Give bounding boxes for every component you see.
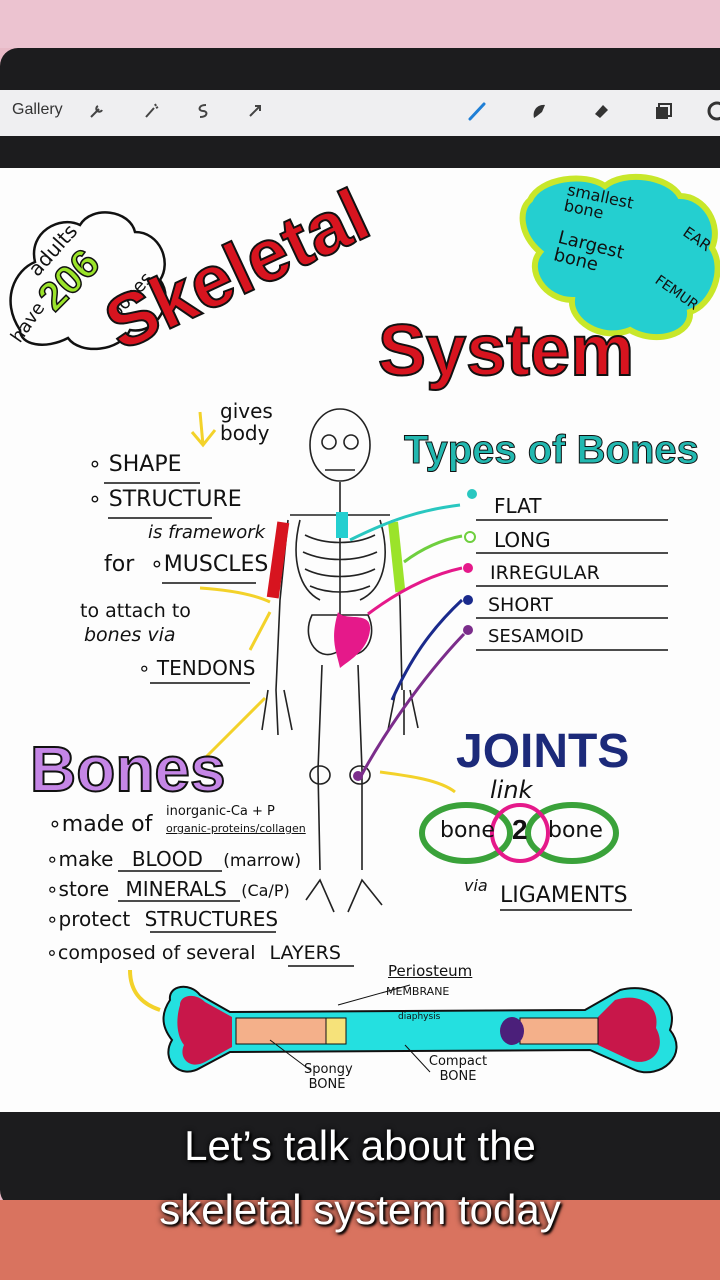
made-of-label: made of [61,812,153,837]
table-surface [0,1200,720,1280]
joint-number: 2 [512,814,528,845]
transform-icon[interactable] [244,100,266,122]
joint-right-bone: bone [548,818,603,843]
list-item-shape: ∘ SHAPE [88,452,182,477]
fact-prefix: store [58,877,110,901]
periosteum-label: Periosteum [388,962,473,980]
bone-fact-blood: ∘make BLOOD (marrow) [46,847,302,871]
caption-line-2: skeletal system today [159,1186,561,1233]
type-flat: FLAT [494,494,542,518]
bone-fact-structures: ∘protect STRUCTURES [46,907,279,931]
type-sesamoid: SESAMOID [488,626,584,647]
type-short: SHORT [488,594,553,616]
layers-icon[interactable] [652,100,674,122]
fact-prefix: protect [58,907,131,931]
app-toolbar [0,90,720,136]
compact-bone-label: Compact BONE [428,1054,488,1084]
muscles-text: ∘MUSCLES [150,552,269,577]
wrench-icon[interactable] [86,100,108,122]
fact-prefix: composed of several [57,942,256,964]
fact-prefix: make [58,847,114,871]
fact-value: STRUCTURES [144,907,279,931]
color-icon[interactable] [706,100,720,122]
background-wall [0,0,720,48]
made-of-organic: organic-proteins/collagen [166,822,306,835]
spongy-bone-label: Spongy BONE [304,1062,353,1092]
attach-note-1: to attach to [80,600,191,622]
fact-value: MINERALS [125,877,227,901]
made-of-inorganic: inorganic-Ca + P [166,804,275,819]
type-irregular: IRREGULAR [490,562,600,584]
gallery-button[interactable]: Gallery [12,101,63,118]
selection-icon[interactable] [192,100,214,122]
for-prefix: for [104,552,135,577]
structure-text: STRUCTURE [108,487,242,512]
muscles-label: MUSCLES [163,552,269,577]
smudge-icon[interactable] [528,100,550,122]
type-long: LONG [494,528,551,552]
brush-icon[interactable] [466,100,488,122]
tendons-text: ∘ TENDONS [138,656,256,680]
types-title: Types of Bones [404,428,700,473]
membrane-label: MEMBRANE [386,985,450,998]
attach-note-2: bones via [84,624,176,646]
bone-fact-minerals: ∘store MINERALS (Ca/P) [46,877,290,901]
joints-title: JOINTS [456,725,630,778]
joint-left-bone: bone [440,818,495,843]
fact-value: LAYERS [269,942,341,964]
fact-suffix: (Ca/P) [241,881,290,900]
tendons-label: TENDONS [156,656,256,680]
caption-line-1: Let’s talk about the [184,1122,536,1169]
made-of-prefix: ∘made of [48,812,153,837]
fact-value: BLOOD [131,847,203,871]
bone-fact-layers: ∘composed of several LAYERS [46,942,341,964]
list-item-structure: ∘ STRUCTURE [88,487,242,512]
joints-link: link [490,776,533,804]
framework-note: is framework [148,522,266,543]
magic-wand-icon[interactable] [140,100,162,122]
ligaments-text: LIGAMENTS [500,883,628,908]
diaphysis-label: diaphysis [398,1012,441,1022]
via-label: via [464,876,488,895]
fact-suffix: (marrow) [223,851,302,871]
gives-body-note: gives body [220,399,273,445]
eraser-icon[interactable] [590,100,612,122]
shape-text: SHAPE [108,452,182,477]
title-system: System [377,310,635,392]
bones-title: Bones [29,732,227,806]
